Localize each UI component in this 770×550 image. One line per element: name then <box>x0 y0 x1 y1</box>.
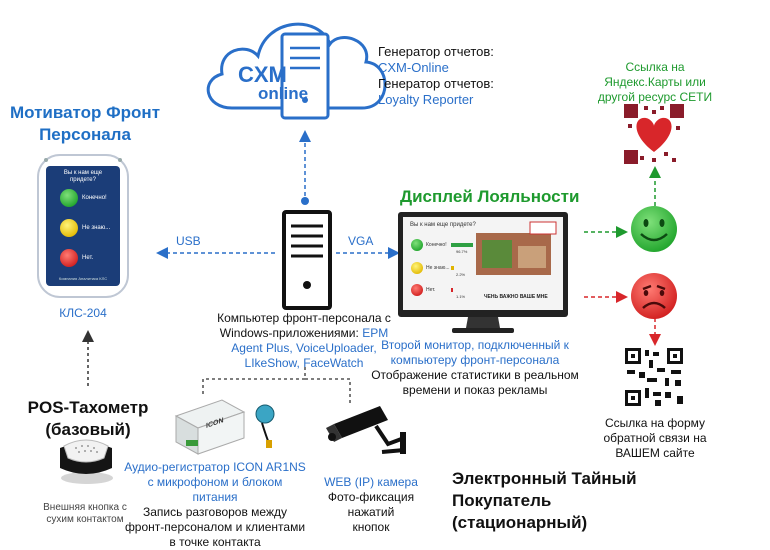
report-generators: Генератор отчетов: CXM-Online Генератор … <box>378 44 494 108</box>
monitor-caption-black-1: Отображение статистики в реальном <box>371 368 579 382</box>
motivator-footer: Компания Аналитика КЛС <box>58 276 108 281</box>
monitor-caption-blue-1: Второй монитор, подключенный к <box>381 338 569 352</box>
yandex-link-text: Ссылка на Яндекс.Карты или другой ресурс… <box>590 60 720 105</box>
camera-caption-black-1: Фото-фиксация нажатий <box>327 490 415 519</box>
usb-label: USB <box>176 234 201 248</box>
screen-row-maybe: Не знаю... <box>426 265 450 271</box>
recorder-black-2: фронт-персоналом и клиентами <box>124 520 306 534</box>
motivator-model: КЛС-204 <box>59 306 107 320</box>
screen-caption: ЧЕНЬ ВАЖНО ВАШЕ МНЕ <box>484 294 548 300</box>
cxm-logo: CXM online <box>238 62 318 103</box>
pos-title-line2: (базовый) <box>45 420 131 439</box>
monitor-caption-blue-2: компьютеру фронт-персонала <box>390 353 560 367</box>
screen-row-no-pct: 1.1% <box>456 294 466 299</box>
cxm-logo-bottom: online <box>258 84 309 103</box>
pos-title-line1: POS-Тахометр <box>27 398 149 417</box>
computer-description: Компьютер фронт-персонала с Windows-прил… <box>214 311 394 371</box>
external-button-caption-2: сухим контактом <box>46 514 124 525</box>
loyalty-monitor <box>398 212 568 333</box>
cloud-icon <box>206 22 387 120</box>
motivator-title: Мотиватор Фронт Персонала <box>0 102 170 146</box>
feedback-line1: Ссылка на форму <box>604 416 706 430</box>
recorder-black-3: в точке контакта <box>169 535 261 549</box>
recorder-black-1: Запись разговоров между <box>143 505 287 519</box>
cxm-online-link[interactable]: CXM-Online <box>378 60 449 75</box>
computer-apps-line3: LIkeShow, FaceWatch <box>244 356 364 370</box>
computer-desc-windows: Windows-приложениями: <box>219 326 359 340</box>
screen-row-maybe-pct: 2.2% <box>456 272 466 277</box>
external-button-icon <box>60 439 113 484</box>
feedback-qr-icon <box>625 348 683 406</box>
computer-peripherals-bracket <box>202 367 351 406</box>
computer-apps-line2: Agent Plus, VoiceUploader, <box>231 341 377 355</box>
motivator-option-yes: Конечно! <box>82 195 107 201</box>
motivator-question-line2: придете? <box>70 177 96 183</box>
mystery-shopper-title: Электронный Тайный Покупатель (стационар… <box>452 468 652 534</box>
computer-app-epm: EPM <box>362 326 389 340</box>
computer-desc-line2: Windows-приложениями: EPM <box>214 326 394 341</box>
report-gen-label-1: Генератор отчетов: <box>378 44 494 59</box>
happy-face-icon <box>631 206 677 252</box>
yandex-line2: Яндекс.Карты или <box>604 75 706 89</box>
microphone-icon <box>255 404 275 448</box>
motivator-device <box>37 154 129 298</box>
camera-caption-blue: WEB (IP) камера <box>324 475 418 489</box>
heart-qr-icon <box>624 104 684 164</box>
motivator-question: Вы к нам еще придете? <box>46 170 120 184</box>
yandex-line1: Ссылка на <box>625 60 685 74</box>
motivator-title-line2: Персонала <box>39 125 131 144</box>
loyalty-display-title: Дисплей Лояльности <box>400 187 580 206</box>
mystery-line1: Электронный Тайный <box>452 469 637 488</box>
mystery-line3: (стационарный) <box>452 513 588 532</box>
screen-row-no: Нет. <box>426 287 436 293</box>
vga-label: VGA <box>348 234 374 248</box>
feedback-link-text: Ссылка на форму обратной связи на ВАШЕМ … <box>590 416 720 461</box>
recorder-blue-1: Аудио-регистратор ICON AR1NS <box>124 460 306 474</box>
external-button-caption: Внешняя кнопка с сухим контактом <box>20 502 150 526</box>
external-button-caption-1: Внешняя кнопка с <box>43 502 127 513</box>
motivator-question-line1: Вы к нам еще <box>63 170 103 176</box>
camera-caption: WEB (IP) камера Фото-фиксация нажатий кн… <box>306 475 436 535</box>
screen-question: Вы к нам еще придете? <box>410 222 476 228</box>
screen-row-yes-pct: 96.7% <box>456 249 468 254</box>
cxm-logo-top: CXM <box>238 62 287 87</box>
camera-caption-black-2: кнопок <box>352 520 390 534</box>
motivator-option-maybe: Не знаю... <box>82 225 111 231</box>
feedback-line2: обратной связи на <box>603 431 707 445</box>
yandex-line3: другой ресурс СЕТИ <box>597 90 713 104</box>
monitor-caption: Второй монитор, подключенный к компьютер… <box>370 338 580 398</box>
recorder-blue-2: с микрофоном и блоком <box>147 475 283 489</box>
computer-tower-icon <box>282 210 332 310</box>
camera-icon <box>326 406 406 454</box>
screen-row-yes: Конечно! <box>426 242 447 248</box>
sad-face-icon <box>631 273 677 319</box>
motivator-option-no: Нет. <box>82 255 94 261</box>
monitor-caption-black-2: времени и показ рекламы <box>402 383 548 397</box>
pos-title: POS-Тахометр (базовый) <box>8 397 168 441</box>
feedback-line3: ВАШЕМ сайте <box>615 446 695 460</box>
computer-desc-line1: Компьютер фронт-персонала с <box>217 311 391 325</box>
mystery-line2: Покупатель <box>452 491 552 510</box>
report-gen-label-2: Генератор отчетов: <box>378 76 494 91</box>
recorder-caption: Аудио-регистратор ICON AR1NS с микрофоно… <box>120 460 310 550</box>
audio-recorder-icon <box>174 399 246 455</box>
recorder-blue-3: питания <box>192 490 238 504</box>
motivator-title-line1: Мотиватор Фронт <box>9 103 161 122</box>
loyalty-reporter-link[interactable]: Loyalty Reporter <box>378 92 474 107</box>
